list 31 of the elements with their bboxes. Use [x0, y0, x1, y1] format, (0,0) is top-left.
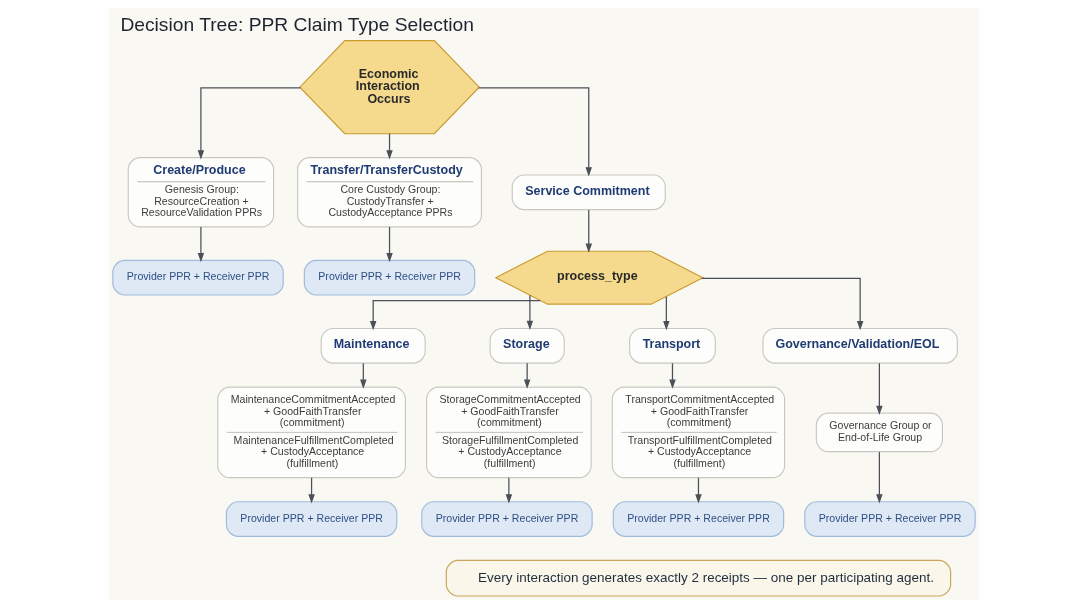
node-box: Transfer/TransferCustody Core Custody Group: CustodyTransfer + CustodyAcceptance PPRs — [297, 157, 482, 228]
node-box: Provider PPR + Receiver PPR — [225, 501, 398, 537]
arrow — [701, 277, 864, 331]
node-box: MaintenanceCommitmentAccepted + GoodFaithTransfer (commitment) MaintenanceFulfillmentCompleted + CustodyAcceptance (fulfillment) — [217, 386, 406, 479]
node-box: Maintenance — [320, 327, 426, 364]
node-box: StorageCommitmentAccepted + GoodFaithTransfer (commitment) StorageFulfillmentCompleted + CustodyAcceptance (fulfillment) — [426, 386, 592, 479]
node-box: Provider PPR + Receiver PPR — [112, 259, 284, 296]
arrow — [663, 296, 670, 331]
node-box: Provider PPR + Receiver PPR — [421, 501, 593, 537]
arrow — [386, 226, 393, 263]
node-box: Transport — [629, 327, 716, 364]
arrow — [876, 451, 883, 504]
arrow — [505, 477, 513, 504]
node-box: TransportCommitmentAccepted + GoodFaithTransfer (commitment) TransportFulfillmentCompleted + CustodyAcceptance (fulfillment) — [611, 386, 786, 479]
node-box: Governance Group or End-of-Life Group — [815, 412, 943, 453]
node-box: Provider PPR + Receiver PPR — [612, 501, 785, 537]
node-box: Provider PPR + Receiver PPR — [303, 259, 476, 296]
arrow — [585, 209, 592, 253]
arrow — [369, 299, 541, 331]
node-box: Service Commitment — [511, 174, 666, 211]
arrow — [197, 226, 205, 263]
arrow — [197, 87, 302, 160]
diagram-title: Decision Tree: PPR Claim Type Selection — [120, 14, 474, 36]
arrow — [478, 87, 592, 177]
node-box: Every interaction generates exactly 2 receipts — one per participating agent. — [445, 559, 952, 597]
node-box: Provider PPR + Receiver PPR — [804, 501, 976, 537]
arrow — [876, 362, 883, 415]
arrow — [526, 294, 534, 330]
node-box: Storage — [489, 327, 565, 364]
node-box: Governance/Validation/EOL — [762, 327, 958, 364]
node-box: Create/Produce Genesis Group: ResourceCreation + ResourceValidation PPRs — [127, 157, 275, 228]
